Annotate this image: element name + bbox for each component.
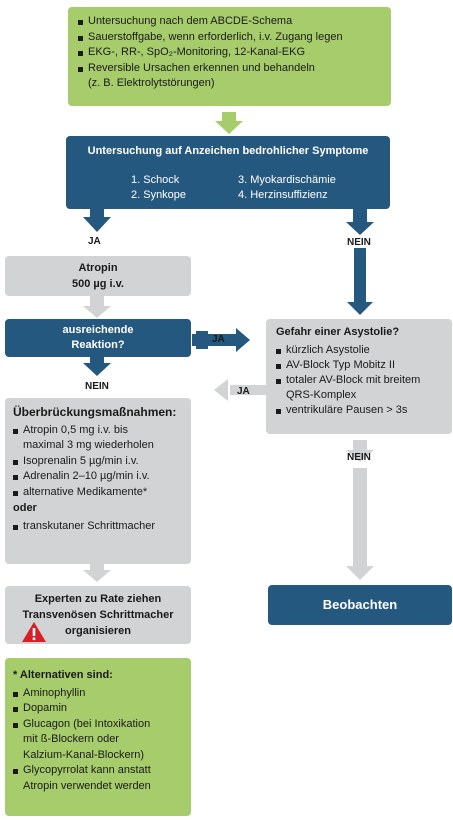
expert-line2: Transvenösen Schrittmacher (22, 609, 174, 621)
alternatives-title: * Alternativen sind: (13, 669, 113, 681)
start-item: Reversible Ursachen erkennen und behande… (78, 61, 381, 77)
alternative-item-cont: Kalzium-Kanal-Blockern) (23, 748, 145, 761)
symptom-3: 3. Myokardischämie (238, 174, 336, 186)
asystole-box: Gefahr einer Asystolie? kürzlich Asystol… (266, 319, 452, 434)
alternatives-box: * Alternativen sind: Aminophyllin Dopami… (5, 658, 191, 816)
atropin-line1: Atropin (78, 262, 118, 274)
alternative-item: Glucagon (bei Intoxikation (13, 717, 185, 733)
asystole-item: ventrikuläre Pausen > 3s (276, 403, 444, 418)
assess-title: Untersuchung auf Anzeichen bedrohlicher … (87, 145, 369, 157)
observe-label: Beobachten (322, 597, 398, 612)
alternative-item: Aminophyllin (13, 686, 185, 702)
symptom-1: 1. Schock (131, 174, 180, 186)
start-item: Sauerstoffgabe, wenn erforderlich, i.v. … (78, 30, 381, 46)
start-item: Untersuchung nach dem ABCDE-Schema (78, 14, 381, 30)
response-box: ausreichende Reaktion? (5, 319, 191, 357)
response-line1: ausreichende (62, 324, 134, 336)
alternative-item: Glycopyrrolat kann anstatt (13, 763, 185, 779)
start-item-cont: (z. B. Elektrolytstörungen) (88, 77, 215, 89)
start-item: EKG-, RR-, SpO₂-Monitoring, 12-Kanal-EKG (78, 45, 381, 61)
expert-line1: Experten zu Rate ziehen (34, 593, 162, 605)
arrow-asystole-to-bridging (230, 385, 270, 395)
arrow-to-observe (346, 468, 374, 580)
symptom-2: 2. Synkope (131, 189, 187, 201)
bridging-item-cont: maximal 3 mg wiederholen (23, 439, 154, 452)
label-ja-1: JA (88, 236, 101, 247)
bridging-or: oder (13, 501, 37, 514)
label-ja-3: JA (237, 386, 250, 397)
bridging-item: Isoprenalin 5 µg/min i.v. (13, 454, 185, 470)
atropin-line2: 500 µg i.v. (72, 278, 124, 290)
arrow-atropin-to-response (83, 295, 111, 318)
arrow-bridging-head (214, 379, 228, 401)
bridging-item: Adrenalin 2–10 µg/min i.v. (13, 469, 185, 485)
asystole-item-cont: QRS-Komplex (286, 389, 357, 401)
asystole-item: AV-Block Typ Mobitz II (276, 358, 444, 373)
warning-icon (22, 622, 46, 642)
arrow-response-ja (192, 328, 250, 352)
arrow-asystole-nein (346, 440, 374, 462)
alternative-item-cont: mit ß-Blockern oder (23, 733, 119, 745)
expert-box: Experten zu Rate ziehen Transvenösen Sch… (5, 586, 191, 644)
bridging-title: Überbrückungsmaßnahmen: (13, 405, 177, 419)
arrow-nein-to-asystole (347, 248, 373, 315)
alternative-item: Dopamin (13, 701, 185, 717)
assess-box: Untersuchung auf Anzeichen bedrohlicher … (66, 136, 390, 209)
asystole-item: kürzlich Asystolie (276, 343, 444, 358)
label-ja-2: JA (212, 334, 225, 345)
start-list: Untersuchung nach dem ABCDE-Schema Sauer… (78, 14, 381, 76)
bridging-item: alternative Medikamente* (13, 485, 185, 501)
asystole-title: Gefahr einer Asystolie? (276, 326, 400, 338)
arrow-assess-nein (346, 208, 374, 235)
expert-line3: organisieren (64, 625, 132, 637)
alternative-item-cont: Atropin verwendet werden (23, 779, 151, 792)
bridging-item: Atropin 0,5 mg i.v. bis (13, 423, 185, 439)
asystole-item: totaler AV-Block mit breitem (276, 373, 444, 388)
arrow-response-nein (83, 356, 111, 376)
start-box: Untersuchung nach dem ABCDE-Schema Sauer… (68, 7, 391, 106)
response-line2: Reaktion? (71, 339, 125, 351)
bridging-item: transkutaner Schrittmacher (13, 519, 185, 535)
symptom-4: 4. Herzinsuffizienz (238, 189, 328, 201)
asystole-list: kürzlich Asystolie AV-Block Typ Mobitz I… (276, 343, 444, 388)
label-nein-2: NEIN (85, 381, 109, 392)
bridging-box: Überbrückungsmaßnahmen: Atropin 0,5 mg i… (5, 398, 191, 564)
arrow-start-to-assess (215, 112, 243, 134)
label-nein-3: NEIN (347, 452, 371, 463)
arrow-assess-ja (83, 208, 111, 232)
atropin-box: Atropin 500 µg i.v. (5, 256, 191, 296)
observe-box: Beobachten (268, 585, 452, 625)
label-nein-1: NEIN (347, 237, 371, 248)
arrow-bridging-to-expert (83, 563, 111, 582)
